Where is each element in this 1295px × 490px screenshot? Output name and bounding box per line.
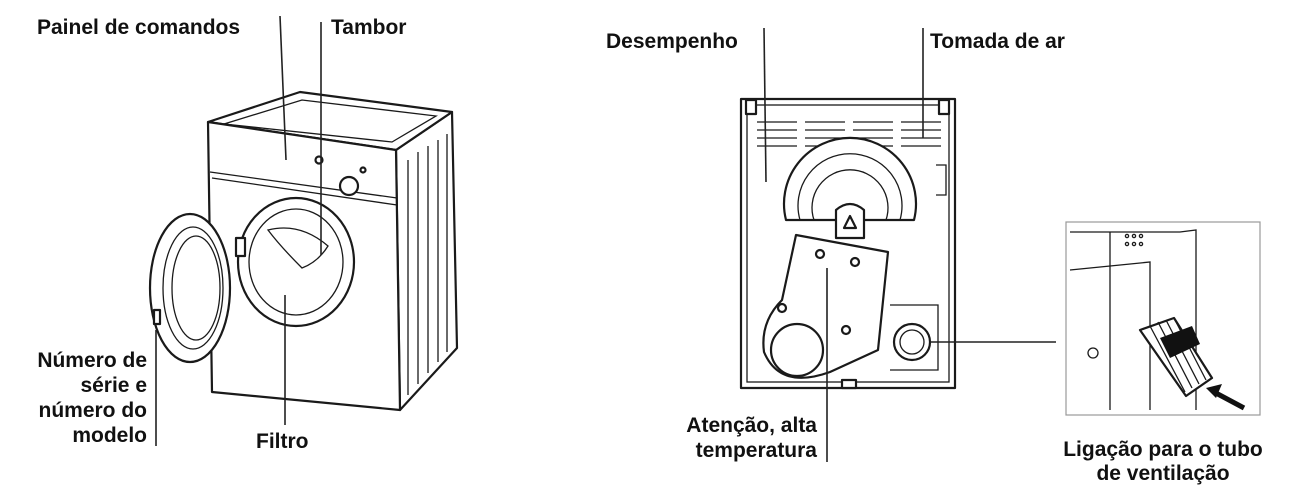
- label-atencao-line2: temperatura: [696, 439, 818, 462]
- label-tambor: Tambor: [331, 16, 406, 39]
- label-tomada-de-ar: Tomada de ar: [930, 30, 1065, 53]
- label-ligacao-line2: de ventilação: [1096, 462, 1229, 485]
- label-painel-de-comandos: Painel de comandos: [37, 16, 240, 39]
- label-ligacao-line1: Ligação para o tubo: [1063, 438, 1263, 461]
- dryer-back-illustration: [739, 97, 957, 390]
- vent-connection-inset: [1065, 221, 1261, 416]
- label-atencao-line1: Atenção, alta: [686, 414, 817, 437]
- dryer-front-illustration: [148, 90, 459, 412]
- label-filtro: Filtro: [256, 430, 309, 453]
- label-numero-de-serie-line3: número do: [39, 399, 148, 422]
- label-desempenho: Desempenho: [606, 30, 738, 53]
- label-numero-de-serie-line4: modelo: [72, 424, 147, 447]
- leader-desempenho: [763, 27, 767, 183]
- label-numero-de-serie-line2: série e: [80, 374, 147, 397]
- leader-painel: [279, 15, 287, 161]
- label-numero-de-serie-line1: Número de: [37, 349, 147, 372]
